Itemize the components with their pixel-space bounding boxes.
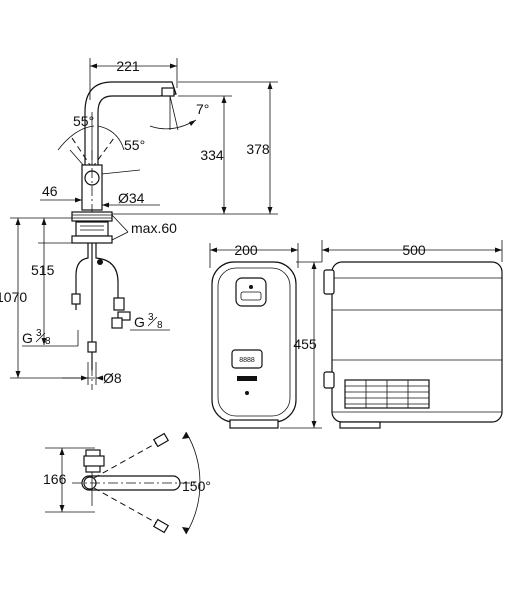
dim-left-offset: 46	[42, 183, 58, 199]
tap-top-view: 166 150°	[43, 431, 211, 535]
thread-right-G: G	[134, 314, 145, 330]
hose-left	[75, 243, 89, 310]
thread-right-num: 3	[148, 312, 154, 323]
dim-hose-diameter: Ø8	[103, 370, 122, 386]
unit-display	[231, 349, 263, 369]
dim-counter-thickness: max.60	[131, 220, 177, 236]
thread-left-num: 3	[36, 328, 42, 339]
filter-unit-front-view: 200 8888 455	[209, 242, 322, 429]
dim-total-1070: 1070	[0, 289, 27, 305]
angle-spout-tilt: 7°	[196, 101, 209, 117]
tap-side-view: 221 7° 55° 55° 46 Ø34	[0, 58, 278, 390]
dim-hose-515: 515	[31, 262, 55, 278]
thread-left-G: G	[22, 330, 33, 346]
dim-spout-reach: 221	[116, 58, 140, 74]
unit-display-text: 8888	[239, 357, 255, 364]
dim-spout-height: 334	[200, 147, 224, 163]
thread-right-den: 8	[157, 320, 163, 331]
dim-unit-depth: 500	[402, 242, 426, 258]
hose-right	[95, 243, 119, 310]
tap-spout	[84, 81, 177, 165]
dim-unit-width: 200	[234, 242, 258, 258]
dim-top-offset: 166	[43, 471, 67, 487]
dim-unit-height: 455	[293, 336, 317, 352]
dim-body-diameter: Ø34	[118, 190, 145, 206]
filter-unit-side-view: 500	[321, 240, 503, 429]
angle-swivel: 150°	[182, 478, 211, 494]
countertop	[71, 211, 113, 222]
swivel-arc	[185, 431, 201, 535]
thread-left-den: 8	[45, 336, 51, 347]
dim-total-height: 378	[246, 141, 270, 157]
angle-lever-right: 55°	[124, 137, 145, 153]
angle-lever-left: 55°	[73, 113, 94, 129]
